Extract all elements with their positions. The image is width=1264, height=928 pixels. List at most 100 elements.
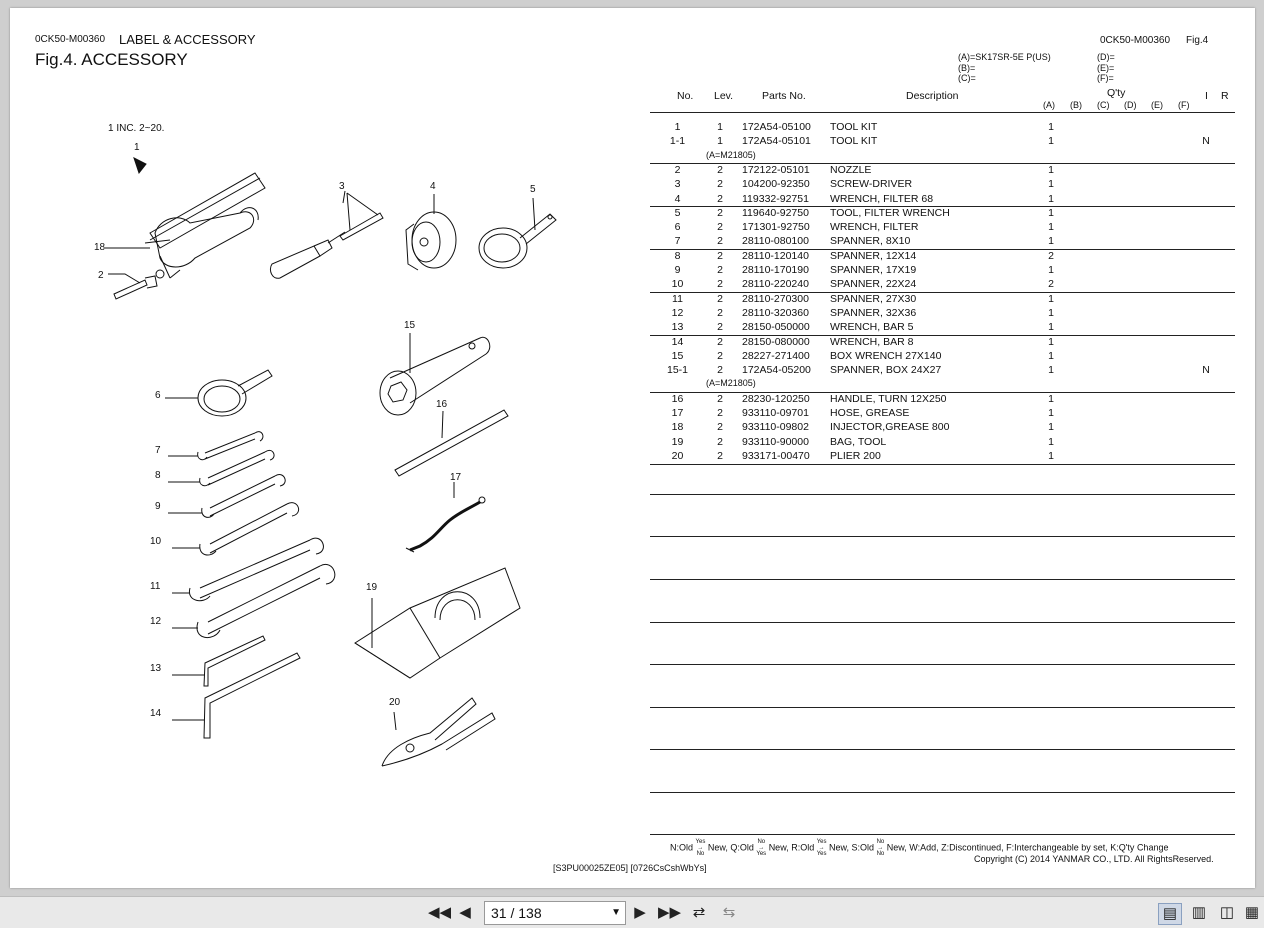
screwdriver-drawing [269, 190, 384, 279]
cell-lev: 2 [717, 178, 723, 191]
figure-title: Fig.4. ACCESSORY [35, 50, 188, 69]
cell-description: SPANNER, 17X19 [830, 264, 917, 276]
go-back-icon: ⇄ [692, 904, 706, 921]
cell-qty-a: 1 [1048, 392, 1054, 405]
cell-no: 19 [671, 435, 684, 448]
cell-qty-a: 1 [1048, 135, 1054, 148]
model-c: (C)= [958, 73, 976, 83]
empty-rule [650, 536, 1235, 537]
cell-description: SPANNER, 27X30 [830, 292, 917, 305]
callout-13: 13 [150, 663, 162, 674]
table-row: (A=M21805) [650, 150, 1235, 164]
cell-description: SPANNER, 8X10 [830, 235, 911, 248]
cell-part-no: 28150-050000 [742, 321, 810, 334]
document-viewport[interactable]: 0CK50-M00360 LABEL & ACCESSORY Fig.4. AC… [0, 0, 1264, 896]
cell-lev: 2 [717, 335, 723, 348]
filter-wrench-6-drawing [165, 369, 273, 417]
empty-rule [650, 622, 1235, 623]
cell-qty-a: 1 [1048, 292, 1054, 305]
cell-no: 5 [674, 206, 681, 219]
cell-lev: 1 [717, 121, 723, 133]
filter-wrench-5-drawing [478, 197, 557, 269]
cell-lev: 2 [717, 278, 723, 291]
accessory-illustration: 1 INC. 2~20. 1 18 2 3 4 5 6 7 8 9 10 11 … [94, 123, 557, 767]
arrow-icon [133, 157, 147, 175]
cell-description: TOOL, FILTER WRENCH [830, 206, 950, 219]
cell-part-no: 171301-92750 [742, 221, 810, 234]
callout-11: 11 [150, 581, 161, 592]
model-a: (A)=SK17SR-5E P(US) [958, 52, 1051, 62]
cell-qty-a: 2 [1048, 278, 1054, 291]
col-qty-a: (A) [1043, 100, 1055, 110]
facing-view-button[interactable]: ◫ [1216, 903, 1238, 923]
cell-qty-a: 1 [1048, 178, 1054, 191]
cell-part-no: 28227-271400 [742, 349, 810, 362]
group-separator [650, 292, 1235, 294]
single-page-view-button[interactable]: ▤ [1158, 903, 1182, 925]
prev-page-icon: ◀ [459, 904, 471, 921]
next-page-button[interactable]: ▶ [632, 903, 648, 923]
cell-no: 18 [671, 421, 684, 434]
cell-part-no: 28150-080000 [742, 335, 810, 348]
cell-part-no: 933171-00470 [742, 449, 810, 462]
cell-part-no: 172A54-05100 [742, 121, 811, 133]
empty-rule [650, 749, 1235, 750]
continuous-facing-view-button[interactable]: ▦ [1242, 903, 1262, 923]
cell-part-no: 172122-05101 [742, 163, 810, 176]
page-number-select[interactable]: 31 / 138 ▼ [484, 901, 626, 925]
go-forward-button[interactable]: ⇆ [718, 903, 740, 923]
last-page-button[interactable]: ▶▶ [658, 903, 682, 923]
legend-arrow: No→Yes [756, 839, 767, 857]
go-back-button[interactable]: ⇄ [688, 903, 710, 923]
cell-no: 7 [674, 235, 681, 248]
cell-lev: 2 [717, 192, 723, 205]
cell-no: 10 [671, 278, 684, 291]
empty-rule [650, 579, 1235, 580]
prev-page-button[interactable]: ◀ [457, 903, 473, 923]
table-row: 10 2 28110-220240 SPANNER, 22X24 2 [650, 278, 1235, 292]
go-forward-icon: ⇆ [722, 904, 736, 921]
last-page-icon: ▶▶ [658, 904, 682, 921]
callout-inc: 1 INC. 2~20. [108, 123, 164, 134]
cell-description: TOOL KIT [830, 121, 878, 133]
cell-i: N [1202, 364, 1210, 377]
header-rule [650, 112, 1235, 113]
cell-lev: 2 [717, 407, 723, 419]
chevron-down-icon: ▼ [611, 907, 621, 918]
first-page-button[interactable]: ◀◀ [428, 903, 451, 923]
change-legend: N:Old Yes→No New, Q:Old No→Yes New, R:Ol… [670, 839, 1168, 857]
cell-part-no: 28110-170190 [742, 264, 809, 276]
page-number-value: 31 / 138 [491, 905, 542, 921]
col-no: No. [677, 90, 694, 102]
cell-part-no: 28110-220240 [742, 278, 809, 291]
footer-rule [650, 834, 1235, 835]
col-r: R [1221, 90, 1229, 102]
callout-3: 3 [339, 181, 345, 192]
cell-no: 1 [674, 121, 681, 133]
col-qty-b: (B) [1070, 100, 1082, 110]
cell-description: SPANNER, 22X24 [830, 278, 917, 291]
callout-19: 19 [366, 582, 378, 593]
cell-part-no: 933110-09701 [742, 407, 809, 419]
col-qty-e: (E) [1151, 100, 1163, 110]
cell-part-no: 119332-92751 [742, 192, 809, 205]
cell-no: 4 [674, 192, 681, 205]
first-page-icon: ◀◀ [428, 904, 452, 921]
cell-qty-a: 2 [1048, 249, 1054, 262]
cell-qty-a: 1 [1048, 435, 1054, 448]
cell-no: 15 [671, 349, 684, 362]
legend-q: New, Q:Old [707, 842, 754, 853]
cell-part-no: 28110-320360 [742, 306, 809, 319]
continuous-view-button[interactable]: ▥ [1188, 903, 1210, 923]
callout-6: 6 [155, 390, 161, 401]
col-i: I [1205, 90, 1208, 102]
group-separator [650, 463, 1235, 465]
